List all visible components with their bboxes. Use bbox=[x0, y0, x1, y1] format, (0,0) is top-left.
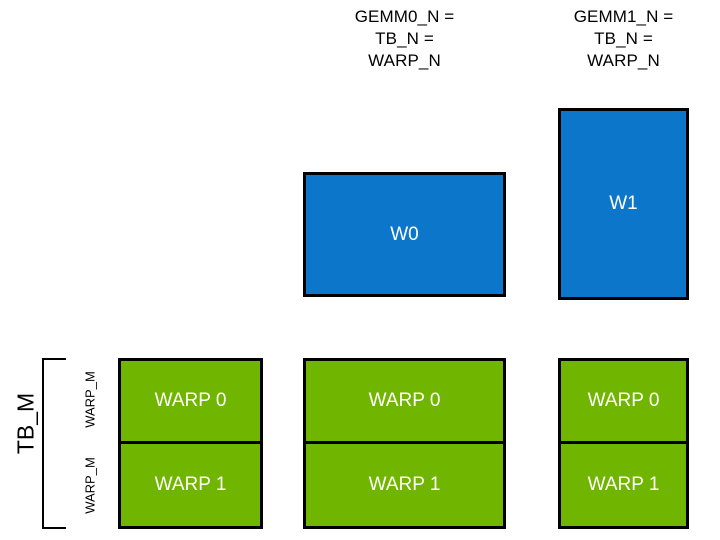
warp-cell: WARP 0 bbox=[121, 361, 260, 444]
warp-tile-w0-label: W0 bbox=[390, 223, 419, 245]
tb-m-bracket-icon bbox=[42, 358, 66, 529]
warp-cell: WARP 1 bbox=[121, 443, 260, 526]
warp-cell-label: WARP 0 bbox=[154, 389, 227, 411]
caption-gemm1-dimensions: GEMM1_N = TB_N = WARP_N bbox=[573, 7, 674, 71]
warp-cell-label: WARP 1 bbox=[154, 473, 227, 495]
warp-cell: WARP 0 bbox=[306, 361, 503, 444]
warp-column-gemm0: WARP 0 WARP 1 bbox=[303, 358, 506, 529]
caption-gemm0-dimensions: GEMM0_N = TB_N = WARP_N bbox=[354, 7, 455, 71]
warp-cell-label: WARP 1 bbox=[587, 473, 660, 495]
warp-cell-label: WARP 1 bbox=[368, 473, 441, 495]
warp-cell-label: WARP 0 bbox=[587, 389, 660, 411]
warp-tile-w0: W0 bbox=[303, 172, 506, 297]
warp-tile-w1: W1 bbox=[558, 108, 689, 300]
warp-cell: WARP 0 bbox=[561, 361, 686, 444]
warp-column-tb: WARP 0 WARP 1 bbox=[118, 358, 263, 529]
warp-cell: WARP 1 bbox=[306, 443, 503, 526]
warp-column-gemm1: WARP 0 WARP 1 bbox=[558, 358, 689, 529]
warp-cell-label: WARP 0 bbox=[368, 389, 441, 411]
label-warp-m-bottom: WARP_M bbox=[82, 457, 98, 514]
warp-tile-w1-label: W1 bbox=[609, 193, 638, 214]
label-warp-m-top: WARP_M bbox=[82, 371, 98, 428]
warp-cell: WARP 1 bbox=[561, 443, 686, 526]
label-tb-m: TB_M bbox=[12, 392, 39, 455]
